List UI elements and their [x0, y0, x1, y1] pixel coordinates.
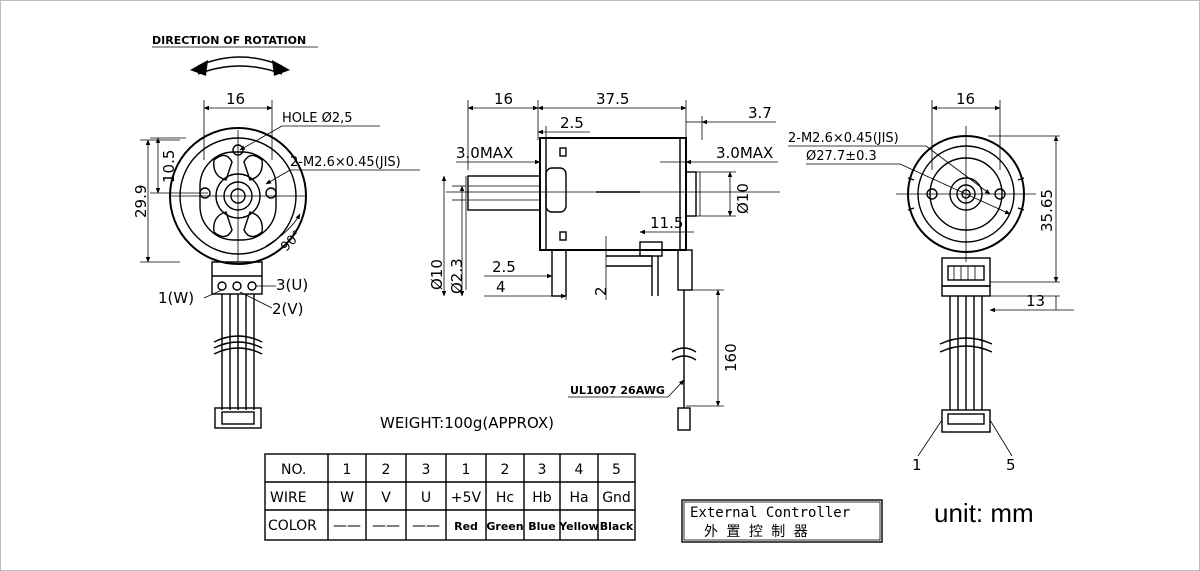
table-cell-color: Blue [528, 520, 555, 533]
table-cell-color: Green [486, 520, 523, 533]
dim-10-5: 10.5 [160, 150, 178, 183]
dim-16-left: 16 [226, 90, 245, 108]
dim-2-5-bottom: 2.5 [492, 258, 516, 276]
dim-16-right: 16 [956, 90, 975, 108]
wire-2v-label: 2(V) [272, 300, 304, 318]
table-cell-color: Black [600, 520, 634, 533]
table-header-no: NO. [281, 462, 306, 478]
dim-phi2-3: Ø2.3 [448, 258, 466, 294]
external-controller-box: External Controller 外 置 控 制 器 [681, 499, 883, 543]
screw-label-right: 2-M2.6×0.45(JIS) [788, 131, 899, 146]
dim-phi10-left: Ø10 [428, 259, 446, 290]
screw-label-left: 2-M2.6×0.45(JIS) [290, 155, 401, 170]
wire-3u-label: 3(U) [276, 276, 308, 294]
table-cell-no: 1 [462, 462, 471, 478]
table-header-color: COLOR [268, 518, 317, 534]
rear-view: 16 2-M2.6×0.45(JIS) Ø27.7±0.3 35.65 [788, 90, 1074, 474]
table-cell-color: Yellow [558, 520, 599, 533]
dim-3-0max-left: 3.0MAX [456, 144, 513, 162]
table-cell-wire: Ha [569, 490, 588, 506]
table-cell-no: 5 [612, 462, 621, 478]
table-cell-no: 3 [538, 462, 547, 478]
table-cell-no: 3 [422, 462, 431, 478]
dim-phi10-right: Ø10 [734, 183, 752, 214]
dim-3-7: 3.7 [748, 104, 772, 122]
wire-1w-label: 1(W) [158, 289, 194, 307]
cable-label: UL1007 26AWG [570, 384, 665, 397]
rotation-arrow-top [197, 56, 283, 67]
table-cell-wire: +5V [451, 490, 482, 506]
dim-2: 2 [592, 286, 610, 296]
table-cell-no: 4 [575, 462, 584, 478]
direction-label: DIRECTION OF ROTATION [152, 34, 306, 47]
angle-label: 90° [278, 228, 305, 255]
table-cell-no: 2 [382, 462, 391, 478]
table-cell-wire: Hb [532, 490, 552, 506]
table-cell-color: —— [372, 518, 400, 534]
table-header-wire: WIRE [270, 490, 307, 506]
dia-27-7-label: Ø27.7±0.3 [806, 149, 877, 164]
side-view: 16 37.5 3.7 2.5 3.0MAX 3.0MAX Ø10 [380, 90, 780, 432]
external-controller-en: External Controller [690, 505, 850, 521]
dim-4: 4 [496, 278, 506, 296]
pin-5-label: 5 [1006, 456, 1016, 474]
dim-2-5-top: 2.5 [560, 114, 584, 132]
dim-3-0max-right: 3.0MAX [716, 144, 773, 162]
table-cell-wire: U [421, 490, 431, 506]
hole-label: HOLE Ø2,5 [282, 111, 353, 126]
motor-body-side [539, 137, 687, 251]
dim-35-65: 35.65 [1038, 189, 1056, 232]
table-cell-color: —— [412, 518, 440, 534]
dim-37-5: 37.5 [596, 90, 629, 108]
table-cell-wire: Hc [496, 490, 514, 506]
table-cell-wire: V [381, 490, 391, 506]
dim-16-side: 16 [494, 90, 513, 108]
table-cell-wire: W [340, 490, 354, 506]
pin-1-label: 1 [912, 456, 922, 474]
wire-table: NO. WIRE COLOR 1W —— 2V —— 3U —— 1 +5V Red 2HcGre… [264, 453, 636, 541]
dim-160: 160 [722, 343, 740, 372]
dim-13: 13 [1026, 292, 1045, 310]
unit-label: unit: mm [934, 498, 1034, 528]
table-cell-no: 2 [501, 462, 510, 478]
front-view: DIRECTION OF ROTATION 16 HOLE Ø2,5 2-M2.… [132, 34, 420, 429]
dim-11-5: 11.5 [650, 214, 683, 232]
table-cell-wire: Gnd [602, 490, 631, 506]
table-cell-no: 1 [343, 462, 352, 478]
table-cell-color: Red [454, 520, 478, 533]
weight-label: WEIGHT:100g(APPROX) [380, 414, 554, 432]
table-cell-color: —— [333, 518, 361, 534]
external-controller-cn: 外 置 控 制 器 [704, 524, 808, 540]
dim-29-9: 29.9 [132, 185, 150, 218]
